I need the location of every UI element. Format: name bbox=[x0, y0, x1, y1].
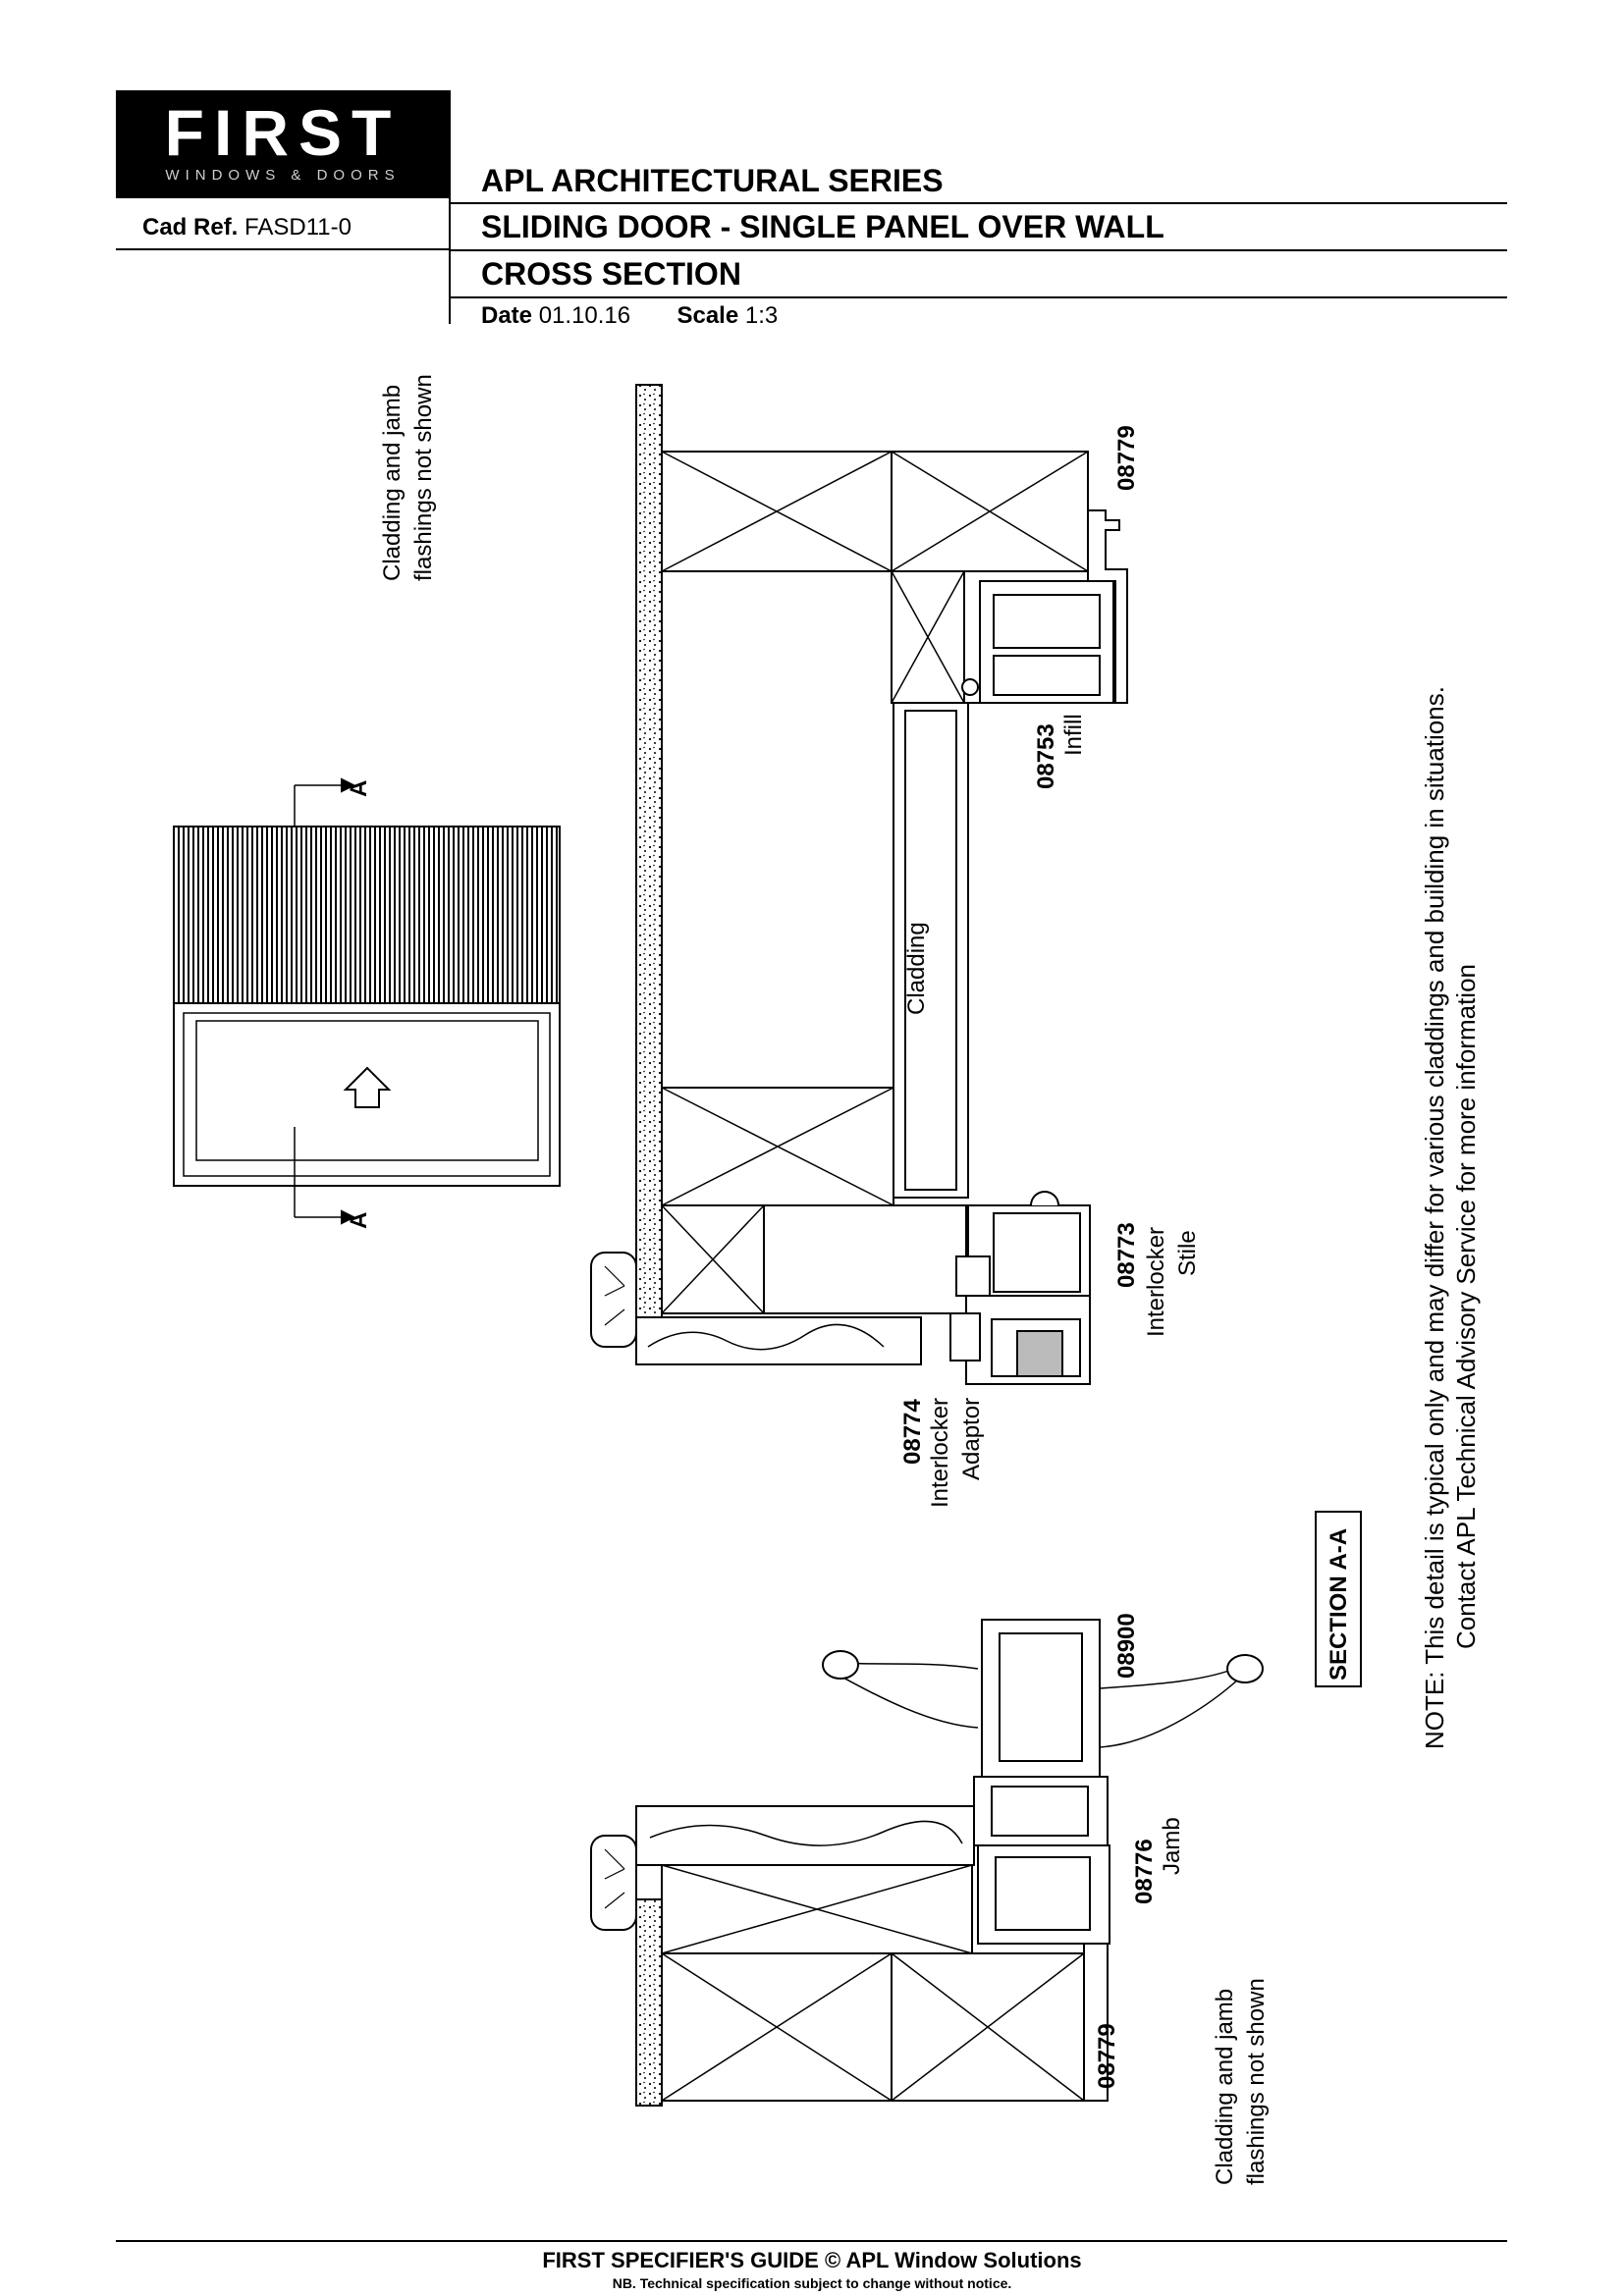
series-title: APL ARCHITECTURAL SERIES bbox=[481, 163, 944, 198]
part-code-08774: 08774 bbox=[899, 1399, 926, 1465]
elevation-key-plan bbox=[173, 777, 561, 1225]
main-note-line1: NOTE: This detail is typical only and ma… bbox=[1420, 686, 1449, 1749]
top-note-line1: Cladding and jamb bbox=[379, 384, 406, 581]
part-name-stile: Stile bbox=[1174, 1230, 1201, 1276]
lower-profiles bbox=[822, 1619, 1264, 2102]
title-block-lines bbox=[116, 90, 1507, 2242]
upper-wall-section bbox=[590, 384, 1089, 1365]
part-code-08900: 08900 bbox=[1113, 1613, 1140, 1679]
cad-ref-value: FASD11-0 bbox=[244, 214, 352, 240]
cad-ref: Cad Ref. FASD11-0 bbox=[142, 214, 352, 241]
upper-profiles bbox=[949, 509, 1128, 1385]
part-name-interlocker-adaptor-2: Adaptor bbox=[958, 1397, 985, 1480]
date-scale-row: Date 01.10.16 Scale 1:3 bbox=[481, 302, 778, 330]
part-code-08779-top: 08779 bbox=[1113, 425, 1140, 491]
part-code-08779-bottom: 08779 bbox=[1094, 2023, 1120, 2089]
part-name-infill: Infill bbox=[1060, 714, 1087, 756]
section-marker-top: A bbox=[346, 779, 372, 797]
top-note-line2: flashings not shown bbox=[410, 374, 437, 581]
cad-ref-label: Cad Ref. bbox=[142, 214, 239, 240]
section-label-frame bbox=[1315, 1511, 1362, 1687]
bottom-note-line2: flashings not shown bbox=[1243, 1978, 1270, 2185]
brand-name: FIRST bbox=[164, 96, 402, 169]
part-code-08753: 08753 bbox=[1033, 723, 1059, 789]
brand-logo: FIRST WINDOWS & DOORS bbox=[116, 90, 450, 198]
scale-value: 1:3 bbox=[744, 302, 779, 329]
footer-line2: NB. Technical specification subject to c… bbox=[612, 2275, 1012, 2291]
part-name-jamb: Jamb bbox=[1159, 1817, 1185, 1875]
lower-wall-section bbox=[590, 1805, 1085, 2107]
footer-line1: FIRST SPECIFIER'S GUIDE © APL Window Sol… bbox=[542, 2248, 1082, 2272]
view-title: CROSS SECTION bbox=[481, 256, 741, 292]
date-value: 01.10.16 bbox=[538, 302, 631, 329]
brand-tagline: WINDOWS & DOORS bbox=[165, 167, 401, 184]
date-label: Date bbox=[481, 302, 533, 329]
part-code-08776: 08776 bbox=[1131, 1839, 1158, 1904]
section-marker-bottom: A bbox=[346, 1211, 372, 1229]
scale-label: Scale bbox=[677, 302, 739, 329]
cladding-label: Cladding bbox=[903, 922, 930, 1015]
part-name-interlocker: Interlocker bbox=[1143, 1226, 1169, 1337]
part-code-08773: 08773 bbox=[1113, 1222, 1140, 1288]
part-name-interlocker-adaptor-1: Interlocker bbox=[927, 1397, 953, 1508]
bottom-note-line1: Cladding and jamb bbox=[1212, 1988, 1238, 2185]
main-note-line2: Contact APL Technical Advisory Service f… bbox=[1451, 964, 1481, 1649]
section-title: SECTION A-A bbox=[1326, 1527, 1352, 1681]
product-title: SLIDING DOOR - SINGLE PANEL OVER WALL bbox=[481, 209, 1164, 244]
